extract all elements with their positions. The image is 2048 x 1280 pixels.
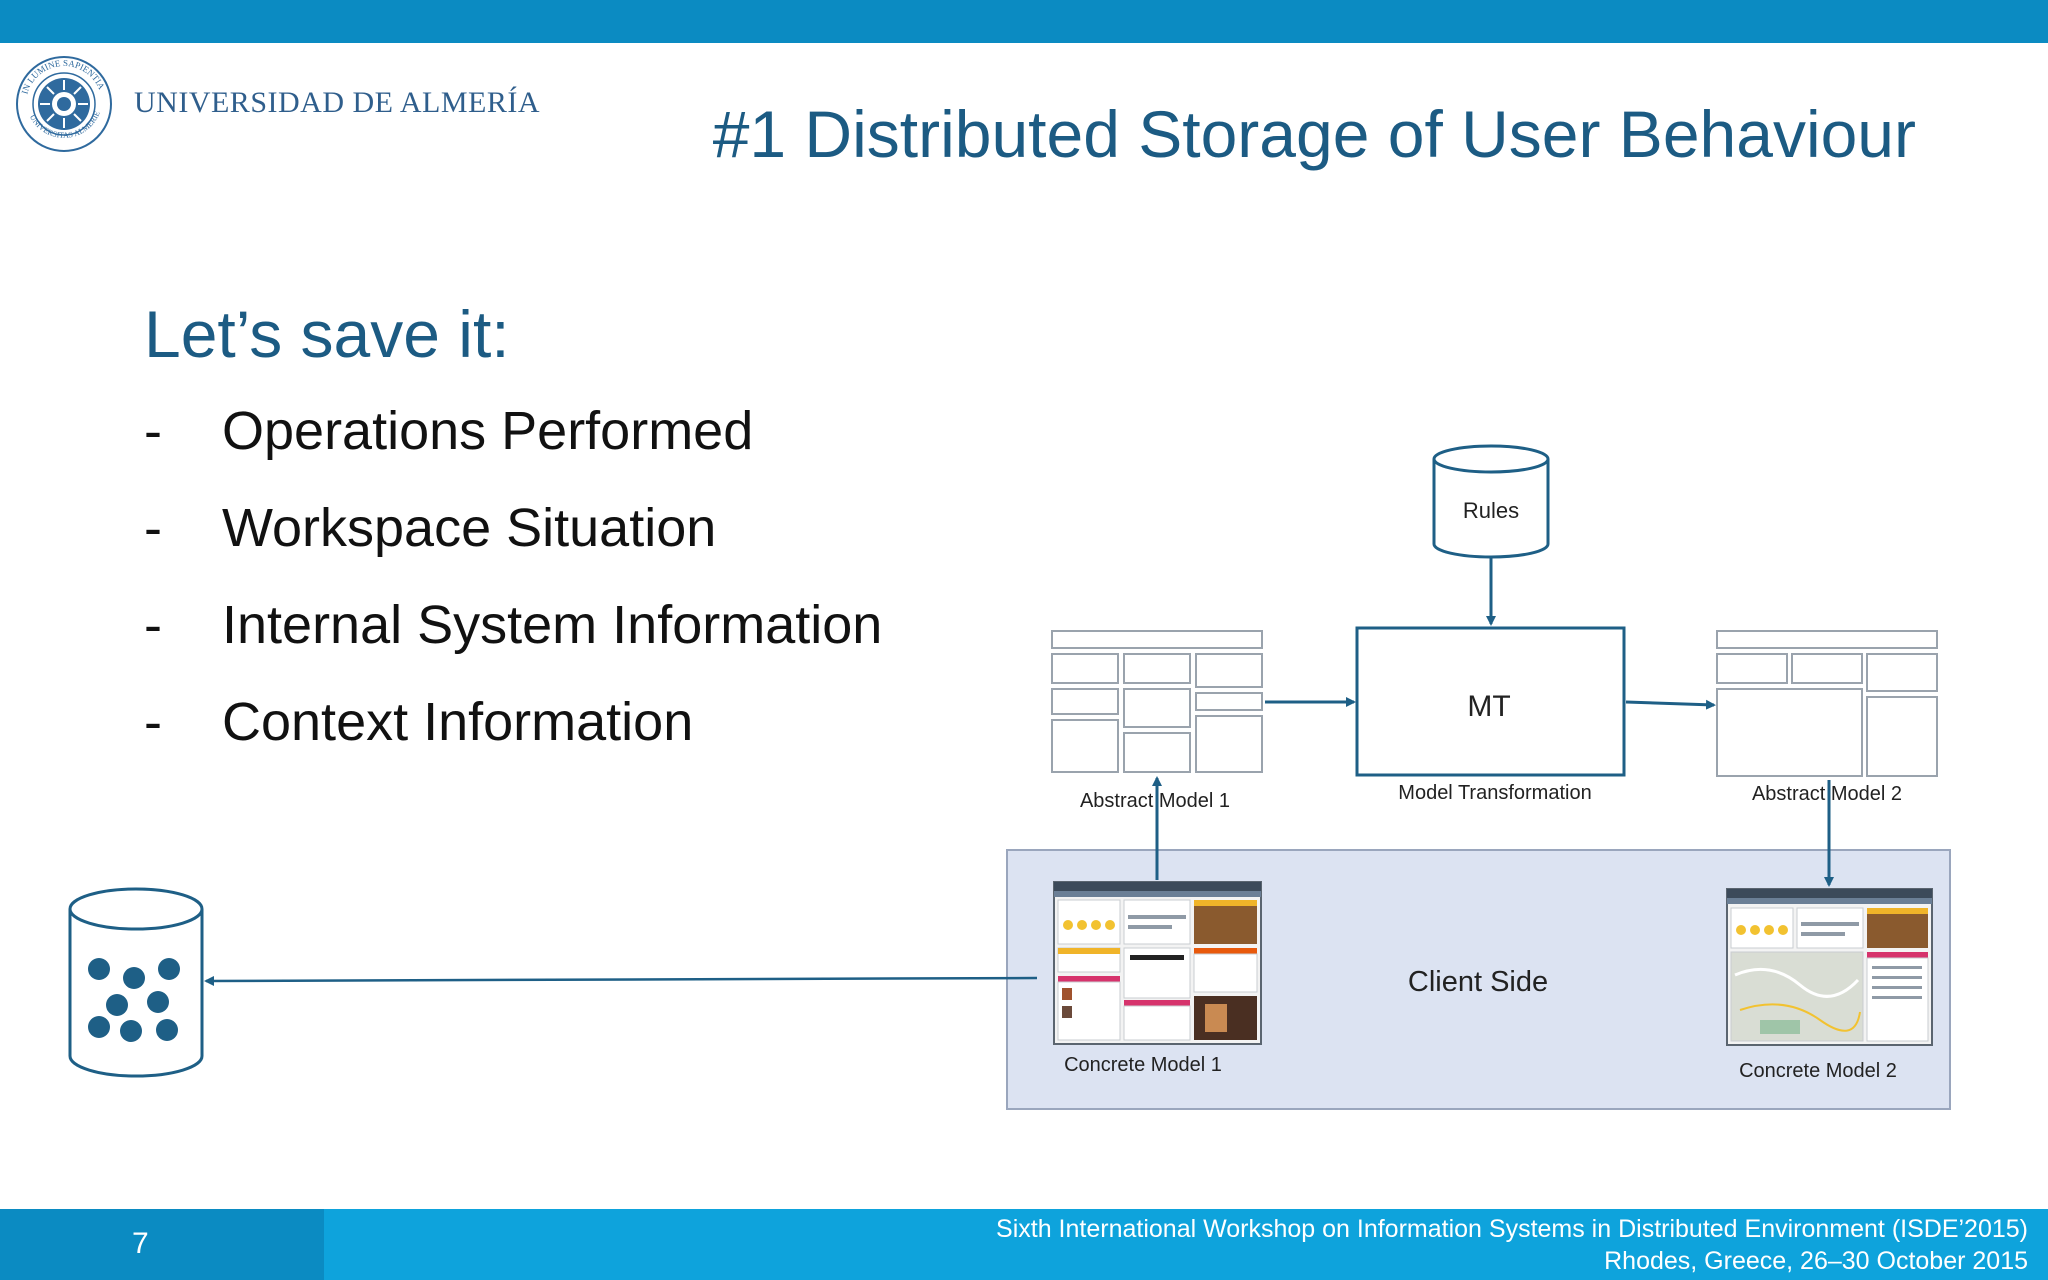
abstract-model-1-wireframe (1051, 630, 1263, 773)
rules-database: Rules (1432, 444, 1550, 559)
mt-box (1355, 626, 1626, 777)
concrete-model-1-screenshot (1053, 881, 1262, 1045)
top-accent-bar (0, 0, 2048, 43)
section-subtitle: Let’s save it: (144, 297, 510, 371)
distributed-storage-database-icon (68, 887, 204, 1078)
abstract-model-1-label: Abstract Model 1 (1080, 790, 1230, 812)
concrete-model-2-screenshot (1726, 888, 1933, 1046)
client-side-label: Client Side (1408, 966, 1548, 998)
footer-conference-location: Rhodes, Greece, 26–30 October 2015 (1604, 1247, 2028, 1275)
mt-caption: Model Transformation (1398, 782, 1591, 804)
concrete-model-2-label: Concrete Model 2 (1739, 1060, 1897, 1082)
abstract-model-2-wireframe (1716, 630, 1938, 777)
bullet-dash: - (144, 692, 162, 752)
client-to-storage-arrow (204, 975, 1038, 986)
footer-bar: 7 Sixth International Workshop on Inform… (0, 1209, 2048, 1280)
bullet-text: Internal System Information (222, 595, 883, 655)
bullet-text: Operations Performed (222, 401, 754, 461)
concrete-model-1-label: Concrete Model 1 (1064, 1054, 1222, 1076)
abstract-model-2-label: Abstract Model 2 (1752, 783, 1902, 805)
footer-page-block: 7 (0, 1209, 324, 1280)
rules-label: Rules (1463, 498, 1519, 523)
bullet-dash: - (144, 498, 162, 558)
bullet-dash: - (144, 401, 162, 461)
university-seal-icon: IN LUMINE SAPIENTIA UNIVERSITAS ALMERIEN… (14, 54, 112, 152)
bullet-dash: - (144, 595, 162, 655)
mt-to-abstract2-arrow (1625, 699, 1716, 710)
university-name: UNIVERSIDAD DE ALMERÍA (134, 86, 540, 119)
university-logo: IN LUMINE SAPIENTIA UNIVERSITAS ALMERIEN… (14, 54, 539, 154)
slide-title: #1 Distributed Storage of User Behaviour (712, 97, 1916, 171)
mt-label: MT (1467, 690, 1510, 723)
page-number: 7 (132, 1227, 149, 1260)
footer-conference-name: Sixth International Workshop on Informat… (996, 1215, 2028, 1243)
bullet-text: Context Information (222, 692, 694, 752)
bullet-text: Workspace Situation (222, 498, 717, 558)
